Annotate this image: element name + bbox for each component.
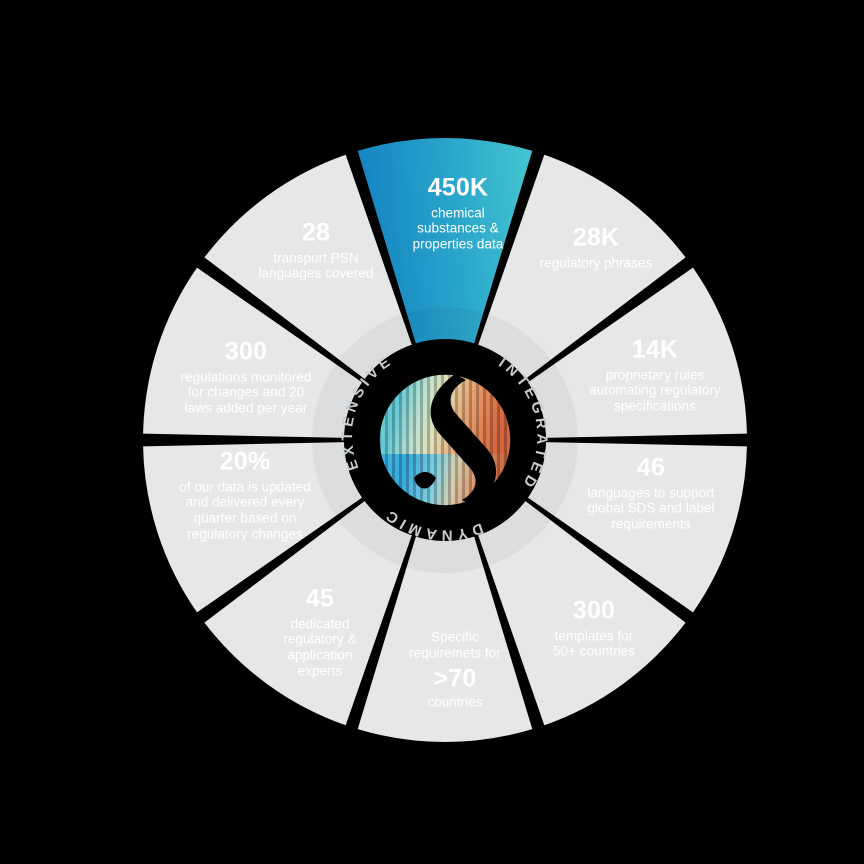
segment-chemical-substances[interactable] xyxy=(357,137,533,440)
segment-specific-requirements[interactable] xyxy=(357,440,533,743)
logo-disc-edge xyxy=(378,373,512,507)
s-glyph xyxy=(414,374,497,506)
